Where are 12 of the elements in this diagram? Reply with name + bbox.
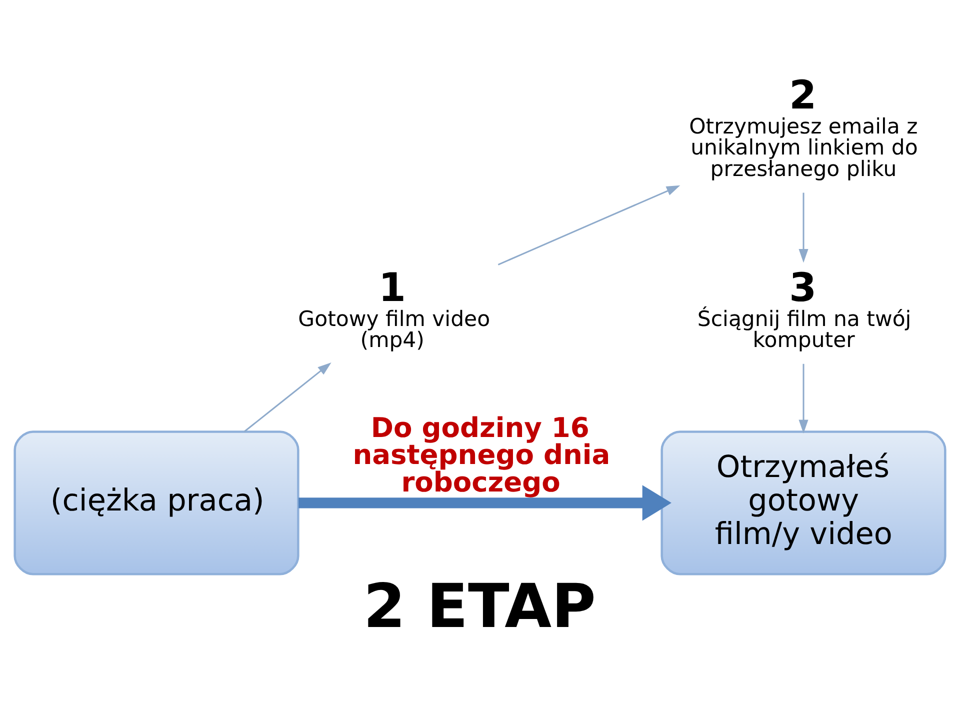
node-box: (ciężka praca) <box>14 430 300 575</box>
node-text: 3 Ściągnij film na twój komputer <box>697 264 912 353</box>
node-box: Otrzymałeś gotowy film/y video <box>660 430 946 575</box>
node-text: 2 Otrzymujesz emaila z unikalnym linkiem do przesłanego pliku <box>689 72 918 182</box>
arrow <box>798 363 808 433</box>
arrow <box>298 484 672 520</box>
arrow <box>498 184 680 265</box>
arrow <box>798 192 808 262</box>
arrow <box>244 362 332 432</box>
edge-label: Do godziny 16 następnego dnia roboczego <box>352 412 610 498</box>
diagram-title: 2 ETAP <box>363 572 596 642</box>
node-text: 1 Gotowy film video (mp4) <box>298 264 490 353</box>
